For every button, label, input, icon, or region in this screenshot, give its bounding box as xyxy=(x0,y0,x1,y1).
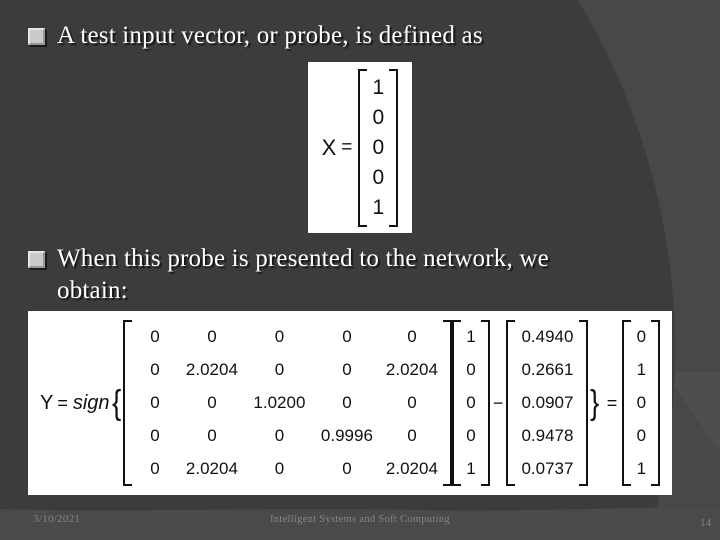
vector-value: 0 xyxy=(636,393,647,412)
vector-value: 0 xyxy=(372,105,385,129)
matrix-value: 0 xyxy=(274,426,285,445)
bracket-right xyxy=(442,320,452,486)
matrix-value: 0 xyxy=(407,426,417,445)
bullet-square-icon xyxy=(28,251,45,268)
sign-function: sign xyxy=(72,391,110,414)
vector-value: 0 xyxy=(372,135,385,159)
threshold-vector-values: 0.4940 0.2661 0.0907 0.9478 0.0737 xyxy=(515,320,579,486)
probe-vector-values: 1 0 0 0 1 xyxy=(461,320,481,486)
vector-value: 0.9478 xyxy=(521,426,574,445)
matrix-value: 0 xyxy=(407,393,417,412)
vector-value: 0.2661 xyxy=(521,360,574,379)
bracket-left xyxy=(451,320,461,486)
vector-value: 0 xyxy=(466,360,476,379)
vector-value: 0 xyxy=(636,327,647,346)
y-equals: = xyxy=(57,392,68,413)
matrix-value: 0 xyxy=(342,393,352,412)
x-equation: X = 1 0 0 0 1 xyxy=(321,68,399,227)
bullet-item-1: A test input vector, or probe, is define… xyxy=(28,20,688,52)
x-vector: 1 0 0 0 1 xyxy=(358,68,399,227)
bullet-2-line-2: obtain: xyxy=(57,277,128,304)
bullet-2-text: When this probe is presented to the netw… xyxy=(57,243,549,307)
matrix-value: 0 xyxy=(207,426,217,445)
footer-title: Intelligent Systems and Soft Computing xyxy=(270,514,450,525)
vector-value: 1 xyxy=(372,195,385,219)
x-vector-values: 1 0 0 0 1 xyxy=(367,69,389,227)
x-equals: = xyxy=(341,136,353,158)
bracket-left xyxy=(122,320,132,486)
matrix-value: 0 xyxy=(207,393,217,412)
matrix-value: 0 xyxy=(342,459,352,478)
bullet-2-line-1: When this probe is presented to the netw… xyxy=(57,245,549,272)
weight-matrix: 0 0 0 0 0 0 2.0204 0 0 2.0204 0 0 1.0200 0 0 0 0 0 0.9996 0… xyxy=(122,320,452,486)
probe-vector-formula: X = 1 0 0 0 1 xyxy=(308,62,412,233)
vector-value: 0 xyxy=(466,393,476,412)
bracket-left xyxy=(358,68,368,227)
matrix-value: 0 xyxy=(342,360,352,379)
result-equals: = xyxy=(606,392,618,413)
bracket-right xyxy=(579,320,589,486)
bracket-right xyxy=(389,68,399,227)
footer-date: 3/10/2021 xyxy=(33,513,81,525)
bracket-left xyxy=(622,320,632,486)
matrix-value: 1.0200 xyxy=(253,393,306,412)
matrix-value: 0 xyxy=(407,327,417,346)
matrix-value: 2.0204 xyxy=(185,360,238,379)
matrix-value: 0 xyxy=(150,327,160,346)
vector-value: 0.0737 xyxy=(521,459,574,478)
bracket-right xyxy=(480,320,490,486)
vector-value: 1 xyxy=(466,459,476,478)
vector-value: 0 xyxy=(466,426,476,445)
matrix-value: 0 xyxy=(274,459,285,478)
matrix-value: 0 xyxy=(150,393,160,412)
matrix-value: 0.9996 xyxy=(320,426,373,445)
vector-value: 1 xyxy=(636,459,647,478)
x-symbol: X xyxy=(321,134,337,160)
matrix-value: 0 xyxy=(150,360,160,379)
vector-value: 0 xyxy=(372,165,385,189)
close-brace: } xyxy=(590,384,600,422)
matrix-value: 2.0204 xyxy=(385,459,438,478)
open-brace: { xyxy=(111,384,121,422)
vector-value: 0.4940 xyxy=(521,327,574,346)
matrix-value: 0 xyxy=(207,327,217,346)
bracket-left xyxy=(506,320,516,486)
background-corner-wedge xyxy=(665,372,720,452)
vector-value: 1 xyxy=(636,360,647,379)
matrix-value: 2.0204 xyxy=(385,360,438,379)
vector-value: 0 xyxy=(636,426,647,445)
threshold-vector: 0.4940 0.2661 0.0907 0.9478 0.0737 xyxy=(506,320,589,486)
matrix-value: 0 xyxy=(274,360,285,379)
footer-page-number: 14 xyxy=(700,517,712,529)
matrix-value: 2.0204 xyxy=(185,459,238,478)
vector-value: 1 xyxy=(372,75,385,99)
y-symbol: Y xyxy=(40,391,54,414)
bullet-1-text: A test input vector, or probe, is define… xyxy=(57,22,483,49)
bracket-right xyxy=(651,320,661,486)
result-vector: 0 1 0 0 1 xyxy=(622,320,661,486)
probe-vector: 1 0 0 0 1 xyxy=(451,320,490,486)
minus-operator: − xyxy=(492,392,504,413)
matrix-value: 0 xyxy=(342,327,352,346)
matrix-value: 0 xyxy=(274,327,285,346)
matrix-value: 0 xyxy=(150,459,160,478)
bullet-item-2: When this probe is presented to the netw… xyxy=(28,243,698,307)
result-vector-values: 0 1 0 0 1 xyxy=(631,320,651,486)
background-footer-band xyxy=(0,507,720,540)
bullet-square-icon xyxy=(28,28,45,45)
weight-matrix-values: 0 0 0 0 0 0 2.0204 0 0 2.0204 0 0 1.0200 0 0 0 0 0 0.9996 0… xyxy=(132,321,443,486)
vector-value: 1 xyxy=(466,327,476,346)
vector-value: 0.0907 xyxy=(521,393,574,412)
matrix-value: 0 xyxy=(150,426,160,445)
